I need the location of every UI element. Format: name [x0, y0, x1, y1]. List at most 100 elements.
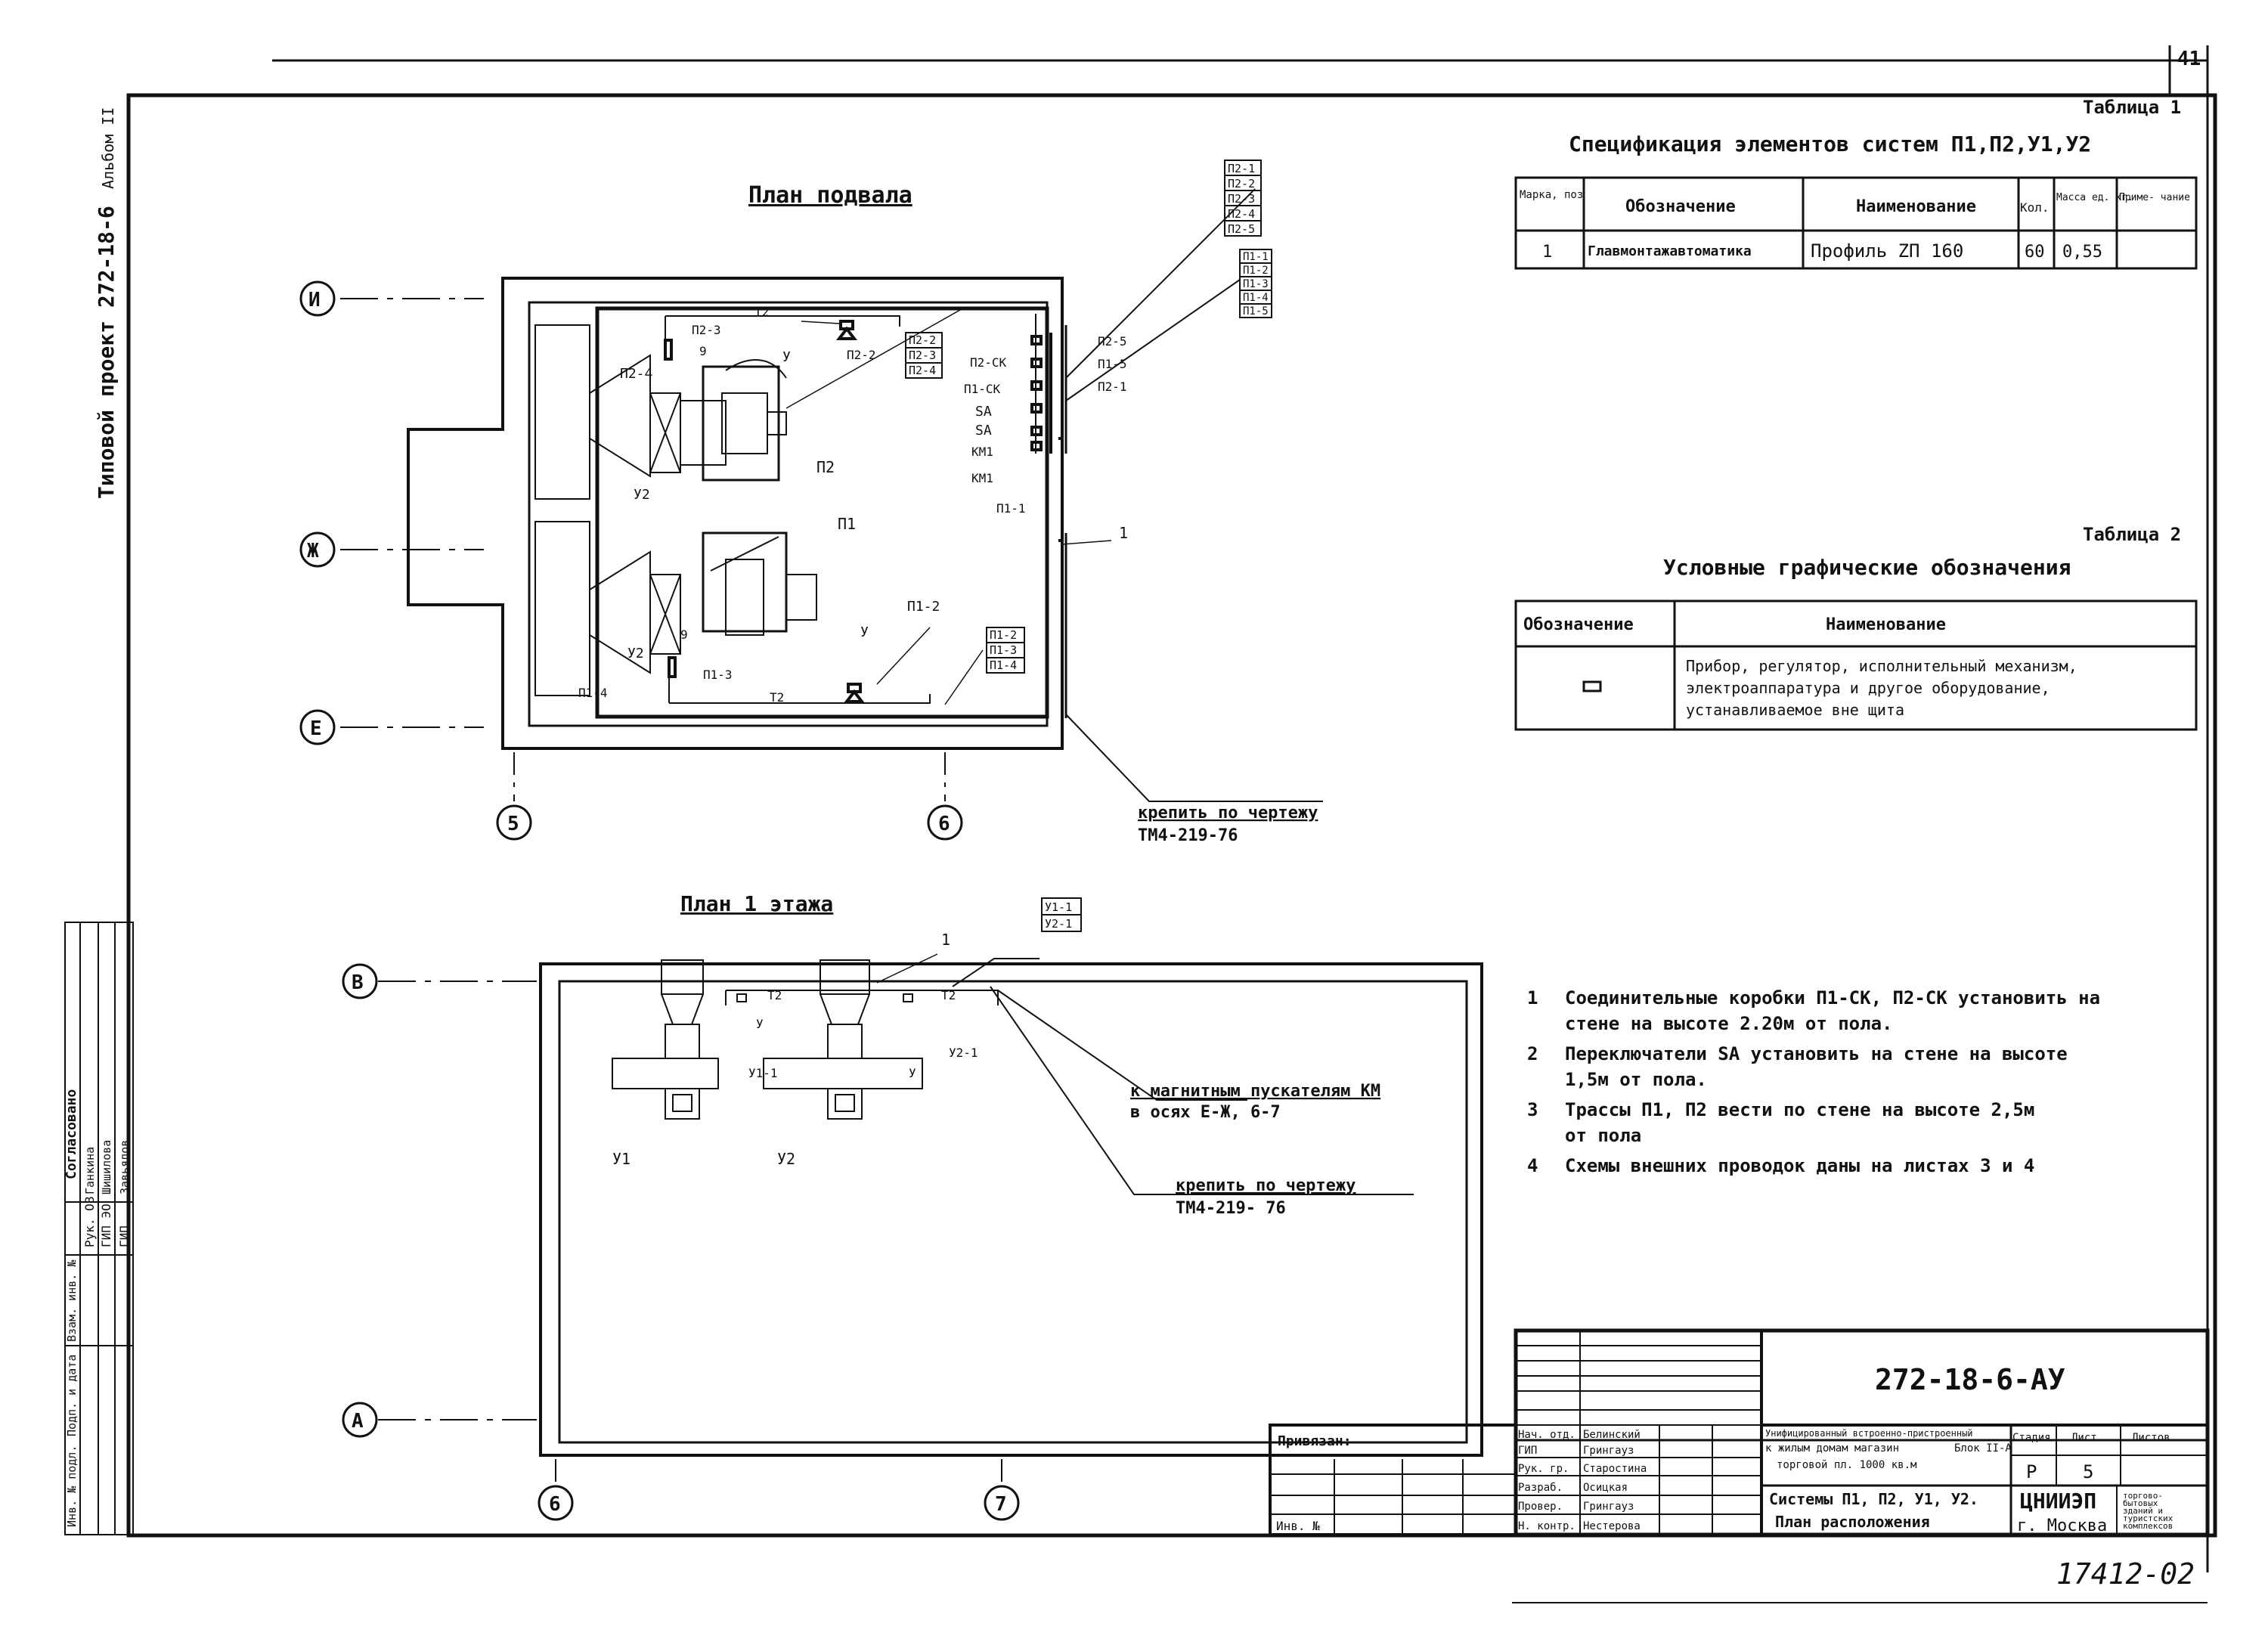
lbl-km1: КМ1 — [971, 445, 993, 459]
lbl-p24: П2-4 — [620, 366, 652, 382]
f1-lbl-1: 1 — [941, 931, 950, 949]
lbl-p2ck: П2-СК — [970, 355, 1007, 370]
note-3-l1: Трассы П1, П2 вести по стене на высоте 2… — [1565, 1099, 2034, 1120]
f1-u2: У2 — [777, 1150, 795, 1168]
f1-y21: У2-1 — [1045, 917, 1072, 931]
stack-p2-2: П2-3 — [909, 349, 936, 362]
lbl-t2-b: Т2 — [770, 690, 784, 705]
f1-callout-km-1: к магнитным пускателям КМ — [1130, 1082, 1380, 1101]
table1-title: Спецификация элементов систем П1,П2,У1,У… — [1569, 132, 2091, 156]
lbl-km2: КМ1 — [971, 471, 993, 485]
lbl-sa1: SA — [975, 404, 992, 420]
sheet-value: 5 — [2083, 1461, 2093, 1482]
f1-fix-ref: ТМ4-219- 76 — [1176, 1199, 1286, 1218]
t2-h-name: Наименование — [1826, 615, 1946, 634]
t1-h-note: Приме- чание — [2119, 192, 2190, 203]
callout-p1-5: П1-5 — [1243, 305, 1269, 318]
t1-r-mark: 1 — [1542, 243, 1552, 262]
basement-plan: План подвала — [299, 160, 1323, 845]
table-specification: Таблица 1 Спецификация элементов систем … — [1514, 97, 2198, 270]
axis-6: 6 — [938, 813, 950, 835]
lbl-p11: П1-1 — [996, 501, 1026, 516]
stamp-inv: Инв. № подл. — [65, 1445, 79, 1527]
approval-name-2: Шишилова — [100, 1140, 113, 1194]
t1-h-mark: Марка, поз — [1520, 189, 1583, 201]
t1-r-designation: Главмонтажавтоматика — [1588, 243, 1752, 259]
drawing-title-2: План расположения — [1775, 1513, 1930, 1531]
lbl-r-p25: П2-5 — [1098, 334, 1127, 349]
callout-p1-2: П1-2 — [1243, 265, 1269, 277]
scan-number: 17412-02 — [2056, 1557, 2195, 1591]
axis-I: И — [308, 289, 321, 311]
f1-fix-note: крепить по чертежу — [1176, 1176, 1356, 1195]
lbl-r-p15: П1-5 — [1098, 357, 1127, 371]
role-4: Провер. — [1518, 1501, 1563, 1513]
org-sub-2: бытовых — [2123, 1498, 2158, 1508]
stamp-replace: Взам. инв. № — [65, 1260, 79, 1342]
note-4-num: 4 — [1527, 1155, 1538, 1176]
t2-row-1: Прибор, регулятор, исполнительный механи… — [1686, 657, 2077, 675]
floor1-plan: План 1 этажа — [342, 891, 1483, 1521]
lbl-p2: П2 — [816, 458, 835, 476]
callout-p2-1: П2-1 — [1228, 162, 1255, 175]
sheet-hdr: Лист — [2071, 1432, 2097, 1444]
lbl-p12: П1-2 — [907, 599, 940, 615]
axis-6b: 6 — [549, 1493, 561, 1516]
org-sub-5: комплексов — [2123, 1521, 2173, 1531]
approval-role-3: ГИП — [117, 1225, 132, 1247]
t2-row-2: электроаппаратура и другое оборудование, — [1686, 679, 2050, 697]
basement-fix-note: крепить по чертежу — [1138, 804, 1318, 823]
floor1-plan-title: План 1 этажа — [680, 891, 833, 916]
note-1-l2: стене на высоте 2.20м от пола. — [1565, 1013, 1892, 1034]
lbl-u2: У2 — [634, 487, 650, 503]
approval-role-2: ГИП ЭО — [99, 1204, 113, 1247]
page-number: 41 — [2177, 48, 2201, 70]
org-sub-3: зданий и — [2123, 1506, 2163, 1516]
f1-yb: У — [909, 1066, 916, 1080]
drawing-code: 272-18-6-АУ — [1875, 1363, 2065, 1396]
table2-tag: Таблица 2 — [2083, 524, 2181, 545]
basement-plan-title: План подвала — [748, 182, 912, 209]
stage-value: Р — [2026, 1461, 2037, 1482]
note-3-num: 3 — [1527, 1099, 1538, 1120]
lbl-p1: П1 — [838, 515, 856, 533]
axis-E: Е — [310, 717, 322, 740]
role-1: ГИП — [1518, 1445, 1537, 1457]
t1-r-mass: 0,55 — [2062, 243, 2102, 262]
role-5: Н. контр. — [1518, 1520, 1576, 1532]
name-0: Белинский — [1583, 1429, 1641, 1441]
lbl-1: 1 — [1119, 524, 1128, 542]
axis-A: А — [352, 1410, 364, 1433]
org-city: г. Москва — [2017, 1517, 2107, 1535]
f1-t2b: Т2 — [941, 988, 956, 1002]
t1-h-mass: Масса ед. кг. — [2056, 192, 2133, 203]
note-2-num: 2 — [1527, 1043, 1538, 1064]
lbl-9a: 9 — [699, 344, 707, 358]
note-3-l2: от пола — [1565, 1125, 1641, 1146]
note-2-l1: Переключатели SA установить на стене на … — [1565, 1043, 2068, 1064]
basement-fix-ref: ТМ4-219-76 — [1138, 826, 1238, 845]
stack-p2-1: П2-2 — [909, 333, 936, 347]
axis-Zh: Ж — [307, 540, 319, 562]
lbl-9b: 9 — [680, 627, 688, 642]
lbl-p1ck: П1-СК — [964, 382, 1001, 396]
stage-hdr: Стадия — [2012, 1432, 2051, 1444]
sheets-hdr: Листов — [2132, 1432, 2170, 1444]
table-legend: Таблица 2 Условные графические обозначен… — [1514, 524, 2198, 731]
axis-7: 7 — [995, 1493, 1007, 1516]
approval-name-3: Завьялов — [118, 1140, 132, 1194]
project-desc-1: Унифицированный встроенно-пристроенный — [1765, 1428, 1973, 1439]
lbl-r-p21: П2-1 — [1098, 380, 1127, 394]
inv-label: Инв. № — [1276, 1519, 1320, 1533]
name-1: Грингауз — [1583, 1445, 1634, 1457]
callout-p2-5: П2-5 — [1228, 222, 1255, 236]
binding-label: Привязан: — [1278, 1433, 1352, 1449]
f1-y11b: У1-1 — [748, 1066, 778, 1080]
side-album: Альбом II — [99, 107, 117, 189]
f1-callout-km-2: в осях Е-Ж, 6-7 — [1130, 1103, 1281, 1122]
t2-h-symbol: Обозначение — [1523, 615, 1634, 634]
f1-ya: У — [756, 1017, 764, 1031]
axis-V: В — [352, 971, 364, 994]
stack-p2-3: П2-4 — [909, 364, 936, 377]
lbl-p14: П1-4 — [578, 686, 608, 700]
